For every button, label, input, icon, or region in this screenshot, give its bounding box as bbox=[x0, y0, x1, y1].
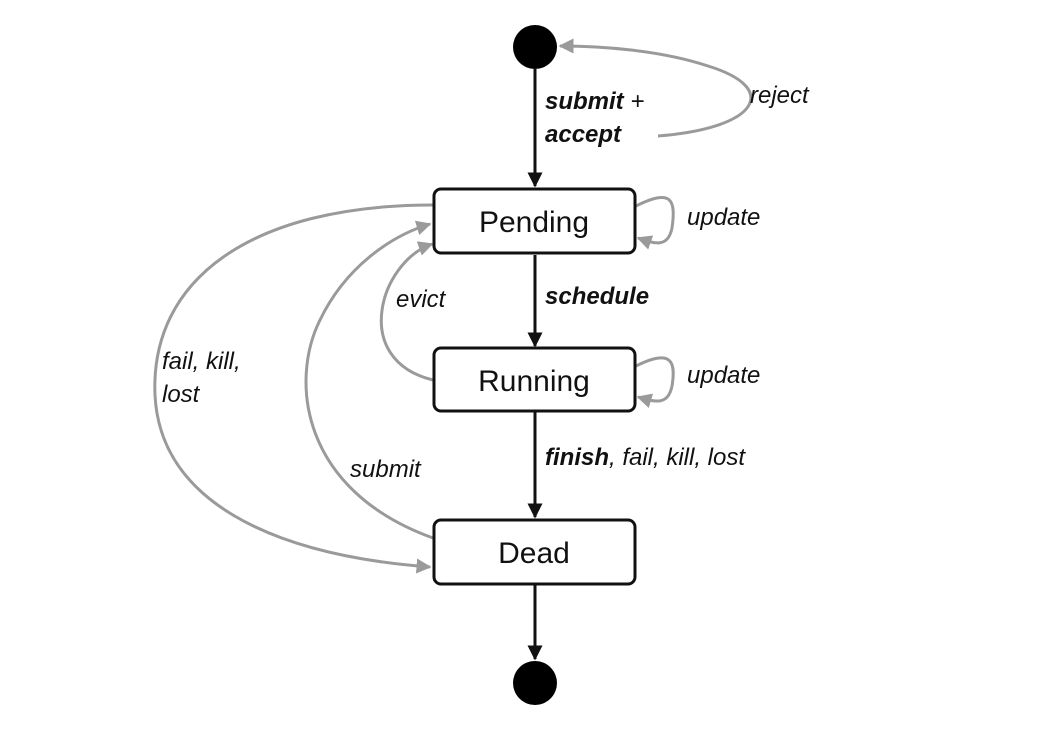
evict-label: evict bbox=[396, 286, 447, 313]
state-dead-label: Dead bbox=[498, 537, 570, 570]
schedule-label: schedule bbox=[545, 283, 649, 310]
final-state-node bbox=[513, 661, 557, 705]
fail-kill-lost-label-line1: fail, kill, bbox=[162, 348, 241, 375]
resubmit-label: submit bbox=[350, 456, 422, 483]
resubmit-edge bbox=[304, 220, 434, 540]
accept-label: accept bbox=[545, 121, 622, 148]
initial-state-node bbox=[513, 25, 557, 69]
fail-kill-lost-label-line2: lost bbox=[162, 381, 201, 408]
reject-label: reject bbox=[750, 82, 810, 109]
state-pending: Pending bbox=[432, 187, 637, 255]
plus-sign: + bbox=[624, 88, 645, 115]
pending-update-loop bbox=[635, 196, 675, 250]
finish-keyword: finish bbox=[545, 444, 609, 471]
submit-keyword: submit bbox=[545, 88, 625, 115]
evict-edge bbox=[379, 241, 434, 382]
state-running: Running bbox=[432, 346, 637, 413]
pending-update-label: update bbox=[687, 204, 760, 231]
fail-kill-lost-edge bbox=[153, 203, 434, 574]
reject-edge bbox=[558, 38, 753, 138]
state-running-label: Running bbox=[478, 365, 590, 398]
running-update-loop bbox=[635, 356, 675, 409]
finish-rest: , fail, kill, lost bbox=[609, 444, 746, 471]
state-pending-label: Pending bbox=[479, 206, 589, 239]
finish-label: finish, fail, kill, lost bbox=[545, 444, 746, 471]
running-update-label: update bbox=[687, 362, 760, 389]
submit-accept-label: submit + bbox=[545, 88, 644, 115]
state-dead: Dead bbox=[432, 518, 637, 586]
